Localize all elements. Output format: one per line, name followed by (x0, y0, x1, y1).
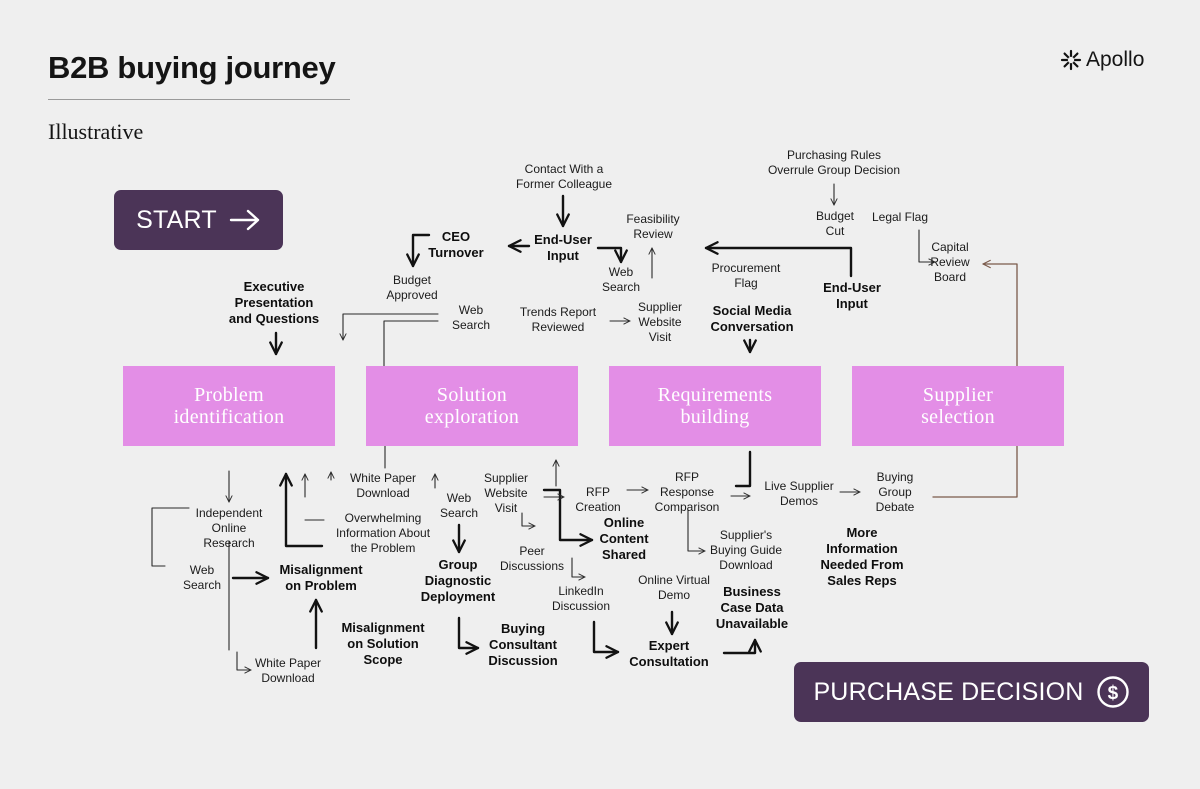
node-capital-review-board: Capital Review Board (930, 240, 970, 284)
node-overwhelming-info: Overwhelming Information About the Probl… (335, 511, 431, 555)
arrow-enduser2-to-feasibility (704, 241, 853, 278)
arrow-research-to-whitepaper (236, 651, 252, 674)
node-online-content: Online Content Shared (599, 515, 649, 562)
purchase-decision-button[interactable]: PURCHASE DECISION $ (794, 662, 1149, 722)
node-buying-consultant: Buying Consultant Discussion (488, 621, 558, 668)
page-subtitle: Illustrative (48, 119, 144, 144)
arrow-visit-to-peer (521, 512, 536, 530)
arrow-expert-to-business (722, 638, 762, 655)
node-trends-report: Trends Report Reviewed (519, 305, 597, 334)
node-white-paper-download-bottom: White Paper Download (254, 656, 322, 685)
node-misalignment-scope: Misalignment on Solution Scope (341, 620, 425, 667)
arrow-websearch-to-problem (339, 313, 439, 341)
node-budget-cut: Budget Cut (815, 209, 855, 238)
page-title: B2B buying journey (48, 50, 336, 85)
stage-problem-identification: Problem identification (123, 366, 335, 446)
node-web-search-mid: Web Search (451, 303, 491, 332)
line-research-to-websearch (151, 507, 190, 567)
arrow-response-to-guide (687, 509, 706, 555)
node-online-virtual-demo: Online Virtual Demo (638, 573, 710, 602)
node-feasibility-review: Feasibility Review (626, 212, 680, 241)
node-purchasing-rules: Purchasing Rules Overrule Group Decision (767, 148, 901, 177)
node-procurement-flag: Procurement Flag (711, 261, 781, 290)
node-social-media: Social Media Conversation (710, 303, 794, 334)
brand-logo: Apollo (1060, 48, 1144, 72)
arrow-supplier-to-capital (982, 259, 1018, 367)
start-label: START (136, 205, 217, 234)
purchase-decision-label: PURCHASE DECISION (813, 677, 1084, 706)
title-divider (48, 99, 350, 100)
node-suppliers-guide: Supplier's Buying Guide Download (709, 528, 783, 572)
arrow-peer-to-linkedin (571, 557, 586, 581)
start-button[interactable]: START (114, 190, 283, 250)
brand-name: Apollo (1086, 48, 1145, 71)
node-business-case: Business Case Data Unavailable (715, 584, 789, 631)
node-white-paper-download-top: White Paper Download (349, 471, 417, 500)
node-expert-consultation: Expert Consultation (629, 638, 709, 669)
stage-requirements-building: Requirements building (609, 366, 821, 446)
stage-solution-exploration: Solution exploration (366, 366, 578, 446)
node-supplier-website-visit-bottom: Supplier Website Visit (483, 471, 529, 515)
node-legal-flag: Legal Flag (871, 210, 929, 224)
node-contact-colleague: Contact With a Former Colleague (515, 162, 613, 191)
node-web-search-low: Web Search (439, 491, 479, 520)
node-end-user-input-2: End-User Input (823, 280, 881, 311)
node-web-search-left: Web Search (182, 563, 222, 592)
arrow-requirements-social (734, 340, 750, 488)
svg-text:$: $ (1107, 683, 1118, 704)
node-supplier-website-visit-top: Supplier Website Visit (637, 300, 683, 344)
node-rfp-response: RFP Response Comparison (654, 470, 720, 514)
dollar-circle-icon: $ (1096, 676, 1129, 708)
node-group-diagnostic: Group Diagnostic Deployment (420, 557, 496, 604)
node-ceo-turnover: CEO Turnover (428, 229, 484, 260)
arrow-misalignment-up (279, 472, 324, 548)
node-peer-discussions: Peer Discussions (499, 544, 565, 573)
asterisk-logo-icon (1060, 49, 1082, 71)
node-live-demos: Live Supplier Demos (764, 479, 834, 508)
line-solution-to-websearch (383, 320, 439, 367)
node-budget-approved: Budget Approved (386, 273, 438, 302)
arrow-visit-to-online-content (542, 488, 594, 547)
node-more-information: More Information Needed From Sales Reps (820, 525, 904, 588)
arrow-capital-to-legal (918, 229, 936, 266)
node-executive-presentation: Executive Presentation and Questions (228, 279, 320, 326)
arrow-enduser-to-websearch (596, 246, 628, 264)
node-misalignment-problem: Misalignment on Problem (279, 562, 363, 593)
node-rfp-creation: RFP Creation (575, 485, 621, 514)
line-supplier-to-debate (932, 445, 1018, 498)
node-linkedin-discussion: LinkedIn Discussion (551, 584, 611, 613)
node-independent-research: Independent Online Research (195, 506, 263, 550)
node-end-user-input-1: End-User Input (534, 232, 592, 263)
arrow-linkedin-to-expert (592, 620, 620, 659)
arrow-diagnostic-to-consultant (457, 616, 480, 655)
arrow-right-icon (229, 209, 260, 231)
node-web-search-top: Web Search (601, 265, 641, 294)
node-buying-group-debate: Buying Group Debate (875, 470, 915, 514)
arrow-ceo-to-budget (406, 233, 431, 268)
stage-supplier-selection: Supplier selection (852, 366, 1064, 446)
